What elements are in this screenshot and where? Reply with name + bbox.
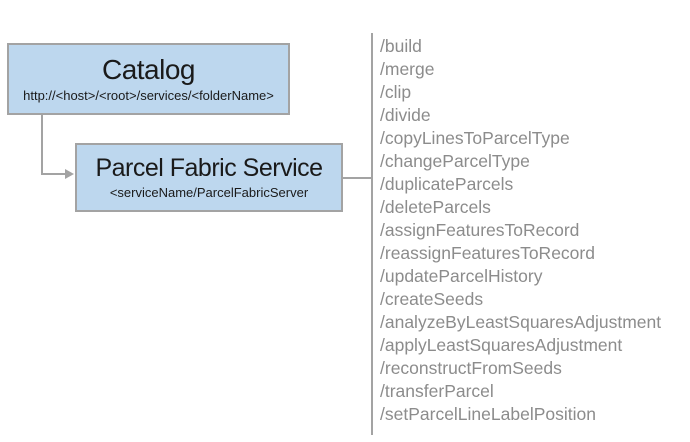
parcel-fabric-service-title: Parcel Fabric Service bbox=[95, 154, 323, 182]
endpoint-item: /createSeeds bbox=[380, 289, 484, 309]
endpoint-item: /duplicateParcels bbox=[380, 174, 514, 194]
catalog-title: Catalog bbox=[101, 53, 196, 85]
endpoint-item: /copyLinesToParcelType bbox=[380, 128, 570, 148]
endpoint-item: /deleteParcels bbox=[380, 197, 491, 217]
endpoint-item: /analyzeByLeastSquaresAdjustment bbox=[380, 312, 662, 332]
endpoint-item: /reassignFeaturesToRecord bbox=[380, 243, 595, 263]
endpoint-item: /reconstructFromSeeds bbox=[380, 358, 562, 378]
endpoint-list: /build/merge/clip/divide/copyLinesToParc… bbox=[380, 35, 680, 426]
endpoint-item: /merge bbox=[380, 59, 435, 79]
parcel-fabric-service-url: <serviceName/ParcelFabricServer bbox=[109, 184, 309, 200]
endpoint-item: /divide bbox=[380, 105, 431, 125]
endpoint-item: /applyLeastSquaresAdjustment bbox=[380, 335, 623, 355]
endpoint-item: /setParcelLineLabelPosition bbox=[380, 404, 596, 424]
endpoint-item: /transferParcel bbox=[380, 381, 494, 401]
endpoint-item: /assignFeaturesToRecord bbox=[380, 220, 580, 240]
endpoint-item: /changeParcelType bbox=[380, 151, 530, 171]
parcel-fabric-service-node: Parcel Fabric Service <serviceName/Parce… bbox=[75, 143, 343, 212]
arrowhead-icon bbox=[65, 169, 74, 179]
endpoint-item: /build bbox=[380, 36, 422, 56]
catalog-to-service-connector bbox=[41, 115, 66, 175]
endpoint-item: /clip bbox=[380, 82, 412, 102]
catalog-node: Catalog http://<host>/<root>/services/<f… bbox=[7, 43, 290, 115]
endpoint-item: /updateParcelHistory bbox=[380, 266, 543, 286]
catalog-url: http://<host>/<root>/services/<folderNam… bbox=[23, 87, 274, 103]
